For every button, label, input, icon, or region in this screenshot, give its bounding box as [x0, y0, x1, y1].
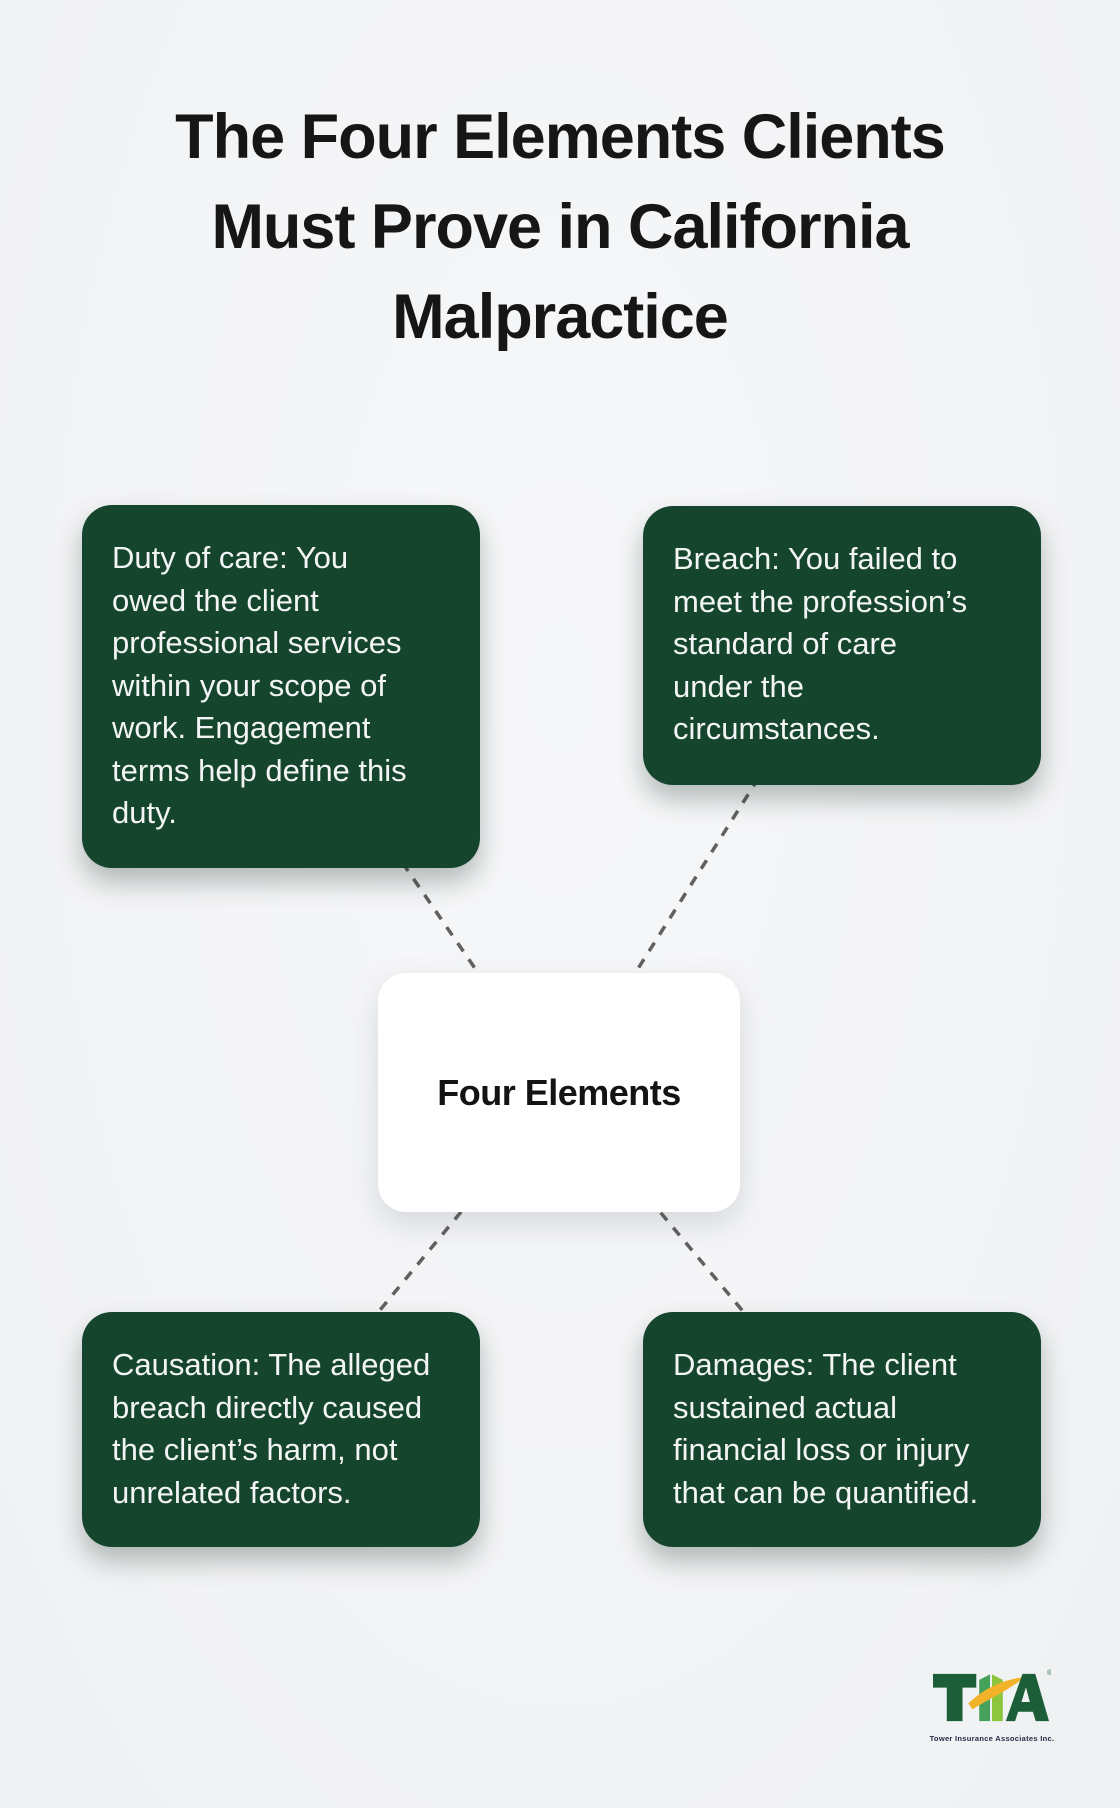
node-breach: Breach: You failed to meet the professio… — [643, 506, 1041, 785]
connector-causation-to-center — [279, 1090, 562, 1432]
node-damages: Damages: The client sustained actual fin… — [643, 1312, 1041, 1547]
logo-tagline: Tower Insurance Associates Inc. — [929, 1734, 1055, 1743]
node-duty-of-care: Duty of care: You owed the client profes… — [82, 505, 480, 868]
logo-letter-t — [933, 1673, 977, 1722]
center-node-label: Four Elements — [437, 1071, 681, 1113]
logo-letter-a — [1005, 1673, 1050, 1722]
center-node-four-elements: Four Elements — [378, 973, 740, 1212]
company-logo: ® Tower Insurance Associates Inc. — [920, 1666, 1064, 1743]
node-causation: Causation: The alleged breach directly c… — [82, 1312, 480, 1547]
tia-logo-icon: ® — [933, 1669, 1051, 1722]
logo-swoosh-icon — [968, 1676, 1026, 1710]
page-title: The Four Elements Clients Must Prove in … — [175, 102, 946, 352]
connector-damages-to-center — [558, 1090, 844, 1432]
registered-trademark-icon: ® — [1047, 1669, 1051, 1677]
logo-tower-bar-right — [992, 1674, 1003, 1722]
